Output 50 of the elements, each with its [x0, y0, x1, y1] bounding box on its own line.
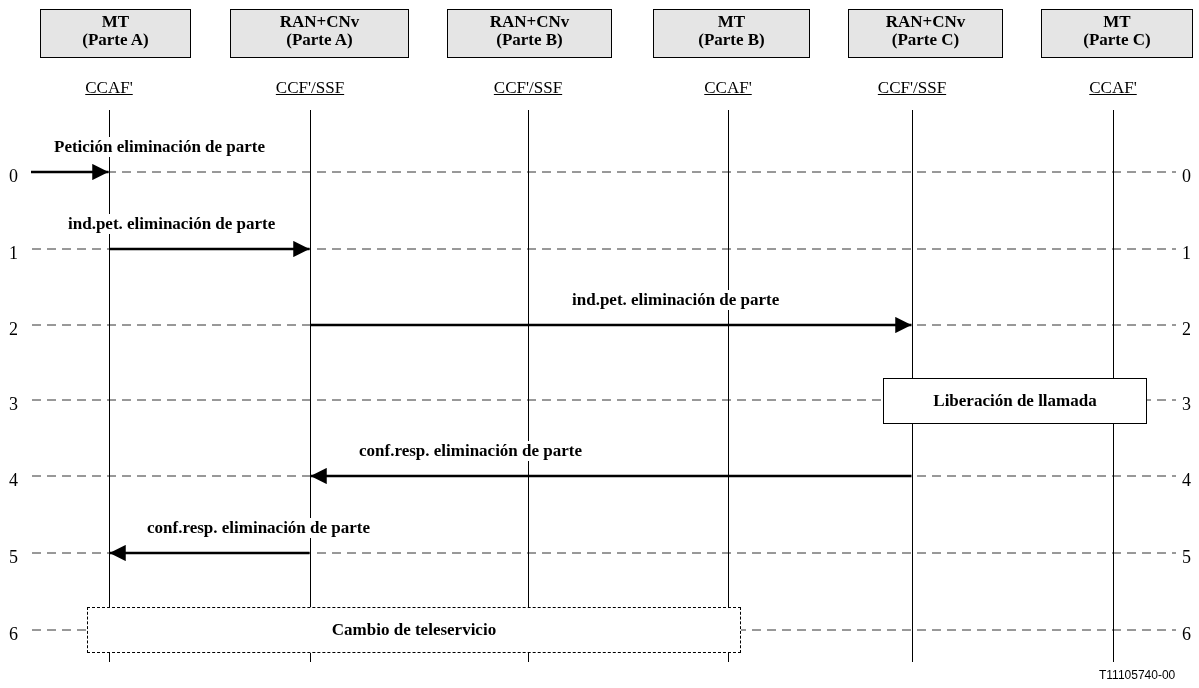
row-number: 6	[1182, 624, 1191, 644]
participant-box	[40, 9, 191, 58]
figure-reference: T11105740-00	[1099, 668, 1176, 682]
arrow	[310, 467, 912, 485]
lifeline	[1112, 110, 1114, 662]
message-label: ind.pet. eliminación de parte	[570, 290, 782, 310]
row-number: 0	[1182, 166, 1191, 186]
row-number: 5	[1182, 547, 1191, 567]
activity-box	[883, 378, 1147, 424]
row-number: 2	[9, 319, 18, 339]
row-number: 6	[9, 624, 18, 644]
arrow	[109, 544, 310, 562]
function-label: CCAF'	[1089, 78, 1137, 98]
activity-text: Cambio de teleservicio	[331, 620, 497, 640]
function-label: CCF'/SSF	[275, 78, 345, 98]
participant-name: MT (Parte B)	[698, 12, 765, 49]
participant-name: RAN+CNv (Parte C)	[885, 12, 966, 49]
arrow	[109, 240, 310, 258]
function-label: CCAF'	[704, 78, 752, 98]
row-number: 3	[1182, 394, 1191, 414]
activity-text: Liberación de llamada	[933, 391, 1097, 411]
row-number: 1	[1182, 243, 1191, 263]
row-number: 3	[9, 394, 18, 414]
participant-name: MT (Parte C)	[1083, 12, 1151, 49]
row-number: 0	[9, 166, 18, 186]
participant-box	[230, 9, 409, 58]
row-number: 4	[1182, 470, 1191, 490]
message-label: conf.resp. eliminación de parte	[145, 518, 373, 538]
participant-name: RAN+CNv (Parte B)	[489, 12, 570, 49]
function-label: CCF'/SSF	[877, 78, 947, 98]
participant-box	[848, 9, 1003, 58]
row-number: 4	[9, 470, 18, 490]
function-label: CCF'/SSF	[493, 78, 563, 98]
message-label: conf.resp. eliminación de parte	[357, 441, 585, 461]
message-label: ind.pet. eliminación de parte	[66, 214, 278, 234]
participant-name: RAN+CNv (Parte A)	[279, 12, 360, 49]
lifeline	[727, 110, 729, 662]
row-number: 5	[9, 547, 18, 567]
arrow	[310, 316, 912, 334]
participant-box	[1041, 9, 1193, 58]
activity-box	[87, 607, 741, 653]
participant-box	[447, 9, 612, 58]
row-number: 1	[9, 243, 18, 263]
row-number: 2	[1182, 319, 1191, 339]
participant-box	[653, 9, 810, 58]
arrow	[31, 163, 109, 181]
message-label: Petición eliminación de parte	[52, 137, 268, 157]
function-label: CCAF'	[85, 78, 133, 98]
participant-name: MT (Parte A)	[82, 12, 149, 49]
lifeline	[911, 110, 913, 662]
